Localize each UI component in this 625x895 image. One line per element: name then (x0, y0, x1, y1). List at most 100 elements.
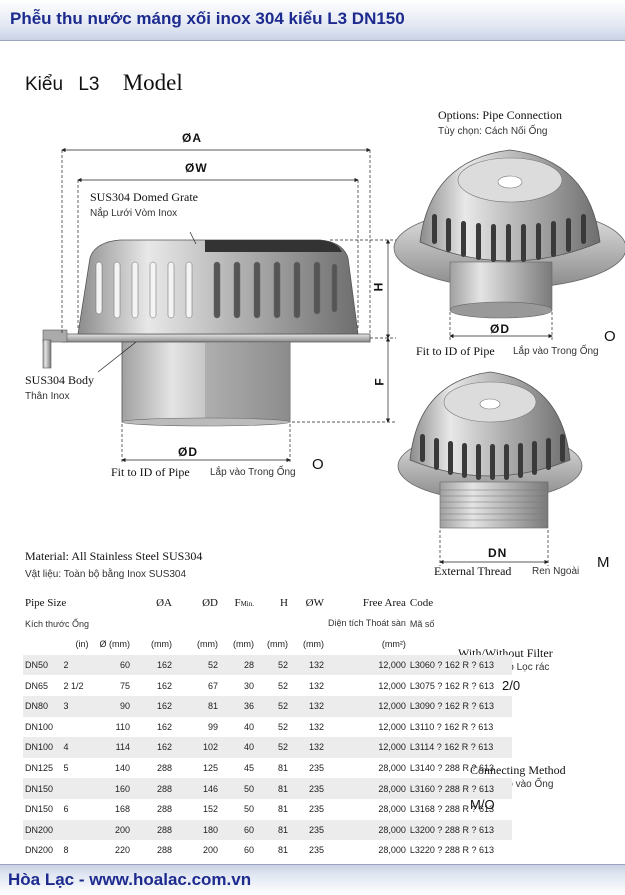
fit2-callout-en: Fit to ID of Pipe (416, 344, 495, 358)
table-cell-a: 288 (132, 778, 174, 799)
table-cell-code: L3140 ? 288 R ? 613 (409, 763, 494, 774)
table-cell-dn: DN150 (23, 778, 62, 799)
table-cell-mm: 220 (114, 845, 130, 856)
table-cell-inch: 2 1/2 (63, 680, 84, 691)
unit-w: (mm) (303, 639, 324, 650)
table-units-row: (in) Ø (mm) (mm) (mm) (mm) (mm) (mm) (mm… (23, 634, 512, 655)
grate-callout-vn: Nắp Lưới Vòm Inox (90, 208, 178, 219)
model-label: Model (122, 70, 183, 95)
table-cell-d: 67 (207, 680, 218, 691)
table-cell-area: 28,000 (326, 819, 408, 841)
table-cell-a: 288 (156, 845, 172, 856)
table-cell-inch: 5 (63, 763, 69, 774)
material-vn: Vật liệu: Toàn bộ bằng Inox SUS304 (25, 569, 187, 580)
table-cell-a: 288 (156, 763, 172, 774)
table-cell-inch: 8 (63, 845, 69, 856)
header-pipe-size: Pipe Size (25, 597, 67, 610)
header-free-area: Free Area (362, 597, 406, 610)
unit-a: (mm) (151, 639, 172, 650)
table-cell-code: L3114 ? 162 R ? 613 (407, 737, 512, 758)
options-subtitle: Tùy chọn: Cách Nối Ống (438, 126, 548, 137)
table-cell-mm: 110 (115, 721, 130, 732)
table-cell-area: 28,000 (326, 778, 408, 799)
thread-callout-vn: Ren Ngoài (532, 566, 580, 577)
table-cell-dn: DN50 (23, 654, 62, 676)
table-cell-d: 180 (174, 819, 220, 841)
table-cell-h: 81 (256, 819, 290, 841)
unit-area: (mm²) (381, 639, 406, 650)
grate-callout-en: SUS304 Domed Grate (90, 190, 198, 204)
footer-text[interactable]: Hòa Lạc - www.hoalac.com.vn (8, 870, 252, 889)
connect-note-en: Connecting Method (470, 763, 566, 777)
table-cell-f: 40 (243, 721, 254, 732)
table-cell-dn: DN65 (25, 680, 49, 691)
dim-a-label: ØA (182, 131, 202, 145)
table-cell-h: 52 (277, 721, 288, 732)
table-cell-w: 235 (290, 819, 326, 841)
table-cell-code: L3060 ? 162 R ? 613 (407, 654, 512, 676)
table-cell-w: 235 (308, 845, 324, 856)
table-cell-mm: 75 (119, 680, 130, 691)
table-cell-area: 12,000 (326, 695, 408, 717)
table-cell-inch (61, 819, 91, 841)
table-cell-dn: DN100 (23, 737, 62, 758)
table-cell-mm: 160 (90, 778, 132, 799)
thread-callout-en: External Thread (434, 564, 512, 578)
table-cell-mm: 168 (114, 804, 130, 815)
table-cell-f: 30 (243, 680, 254, 691)
table-cell-h: 81 (277, 845, 288, 856)
table-cell-area: 28,000 (378, 763, 406, 774)
fit-callout-en: Fit to ID of Pipe (111, 465, 190, 479)
table-cell-w: 132 (290, 737, 326, 758)
dim-d2-label: ØD (490, 322, 510, 336)
dim-h-label: H (371, 282, 386, 292)
table-cell-f: 50 (243, 804, 254, 815)
dim-dn-label: DN (488, 546, 508, 560)
table-cell-dn: DN80 (23, 695, 62, 717)
table-cell-code: L3220 ? 288 R ? 613 (409, 845, 494, 856)
table-cell-a: 162 (132, 737, 174, 758)
header-w: ØW (305, 597, 324, 610)
table-cell-area: 12,000 (378, 721, 406, 732)
table-cell-d: 200 (202, 845, 218, 856)
table-cell-d: 125 (202, 763, 218, 774)
main-drain-drawing (42, 147, 396, 464)
table-cell-d: 146 (174, 778, 220, 799)
dim-f-label: F (372, 378, 387, 386)
unit-inch: (in) (75, 639, 89, 650)
dim-w-label: ØW (185, 161, 208, 175)
table-cell-inch (61, 778, 91, 799)
option-o-marker-main: O (312, 456, 324, 473)
dim-d-label: ØD (178, 445, 198, 459)
table-header-row: Pipe Size ØA ØD FMin. H ØW Free Area Cod… (23, 593, 512, 614)
header-d: ØD (202, 597, 218, 610)
table-cell-h: 81 (277, 763, 288, 774)
table-cell-d: 81 (174, 695, 220, 717)
table-cell-w: 235 (290, 778, 326, 799)
table-cell-code: L3200 ? 288 R ? 613 (407, 819, 512, 841)
body-callout-vn: Thân Inox (25, 391, 70, 402)
table-cell-a: 288 (132, 819, 174, 841)
table-subheader-row: Kích thước Ống Diện tích Thoát sàn Mã số (23, 614, 512, 635)
table-cell-area: 12,000 (378, 680, 406, 691)
table-cell-inch: 6 (63, 804, 69, 815)
table-cell-a: 162 (132, 695, 174, 717)
table-cell-w: 132 (308, 721, 324, 732)
table-cell-dn: DN200 (23, 819, 62, 841)
table-cell-inch: 3 (61, 695, 91, 717)
option-o-drawing (393, 149, 625, 340)
header-a: ØA (156, 597, 172, 610)
model-prefix: Kiểu (25, 74, 64, 95)
model-heading: Kiểu L3 Model (25, 70, 183, 96)
table-cell-w: 235 (308, 804, 324, 815)
fit2-callout-vn: Lắp vào Trong Ống (513, 346, 599, 357)
header-h: H (280, 597, 288, 610)
table-cell-inch: 4 (61, 737, 91, 758)
table-cell-w: 235 (308, 763, 324, 774)
table-cell-d: 52 (174, 654, 220, 676)
